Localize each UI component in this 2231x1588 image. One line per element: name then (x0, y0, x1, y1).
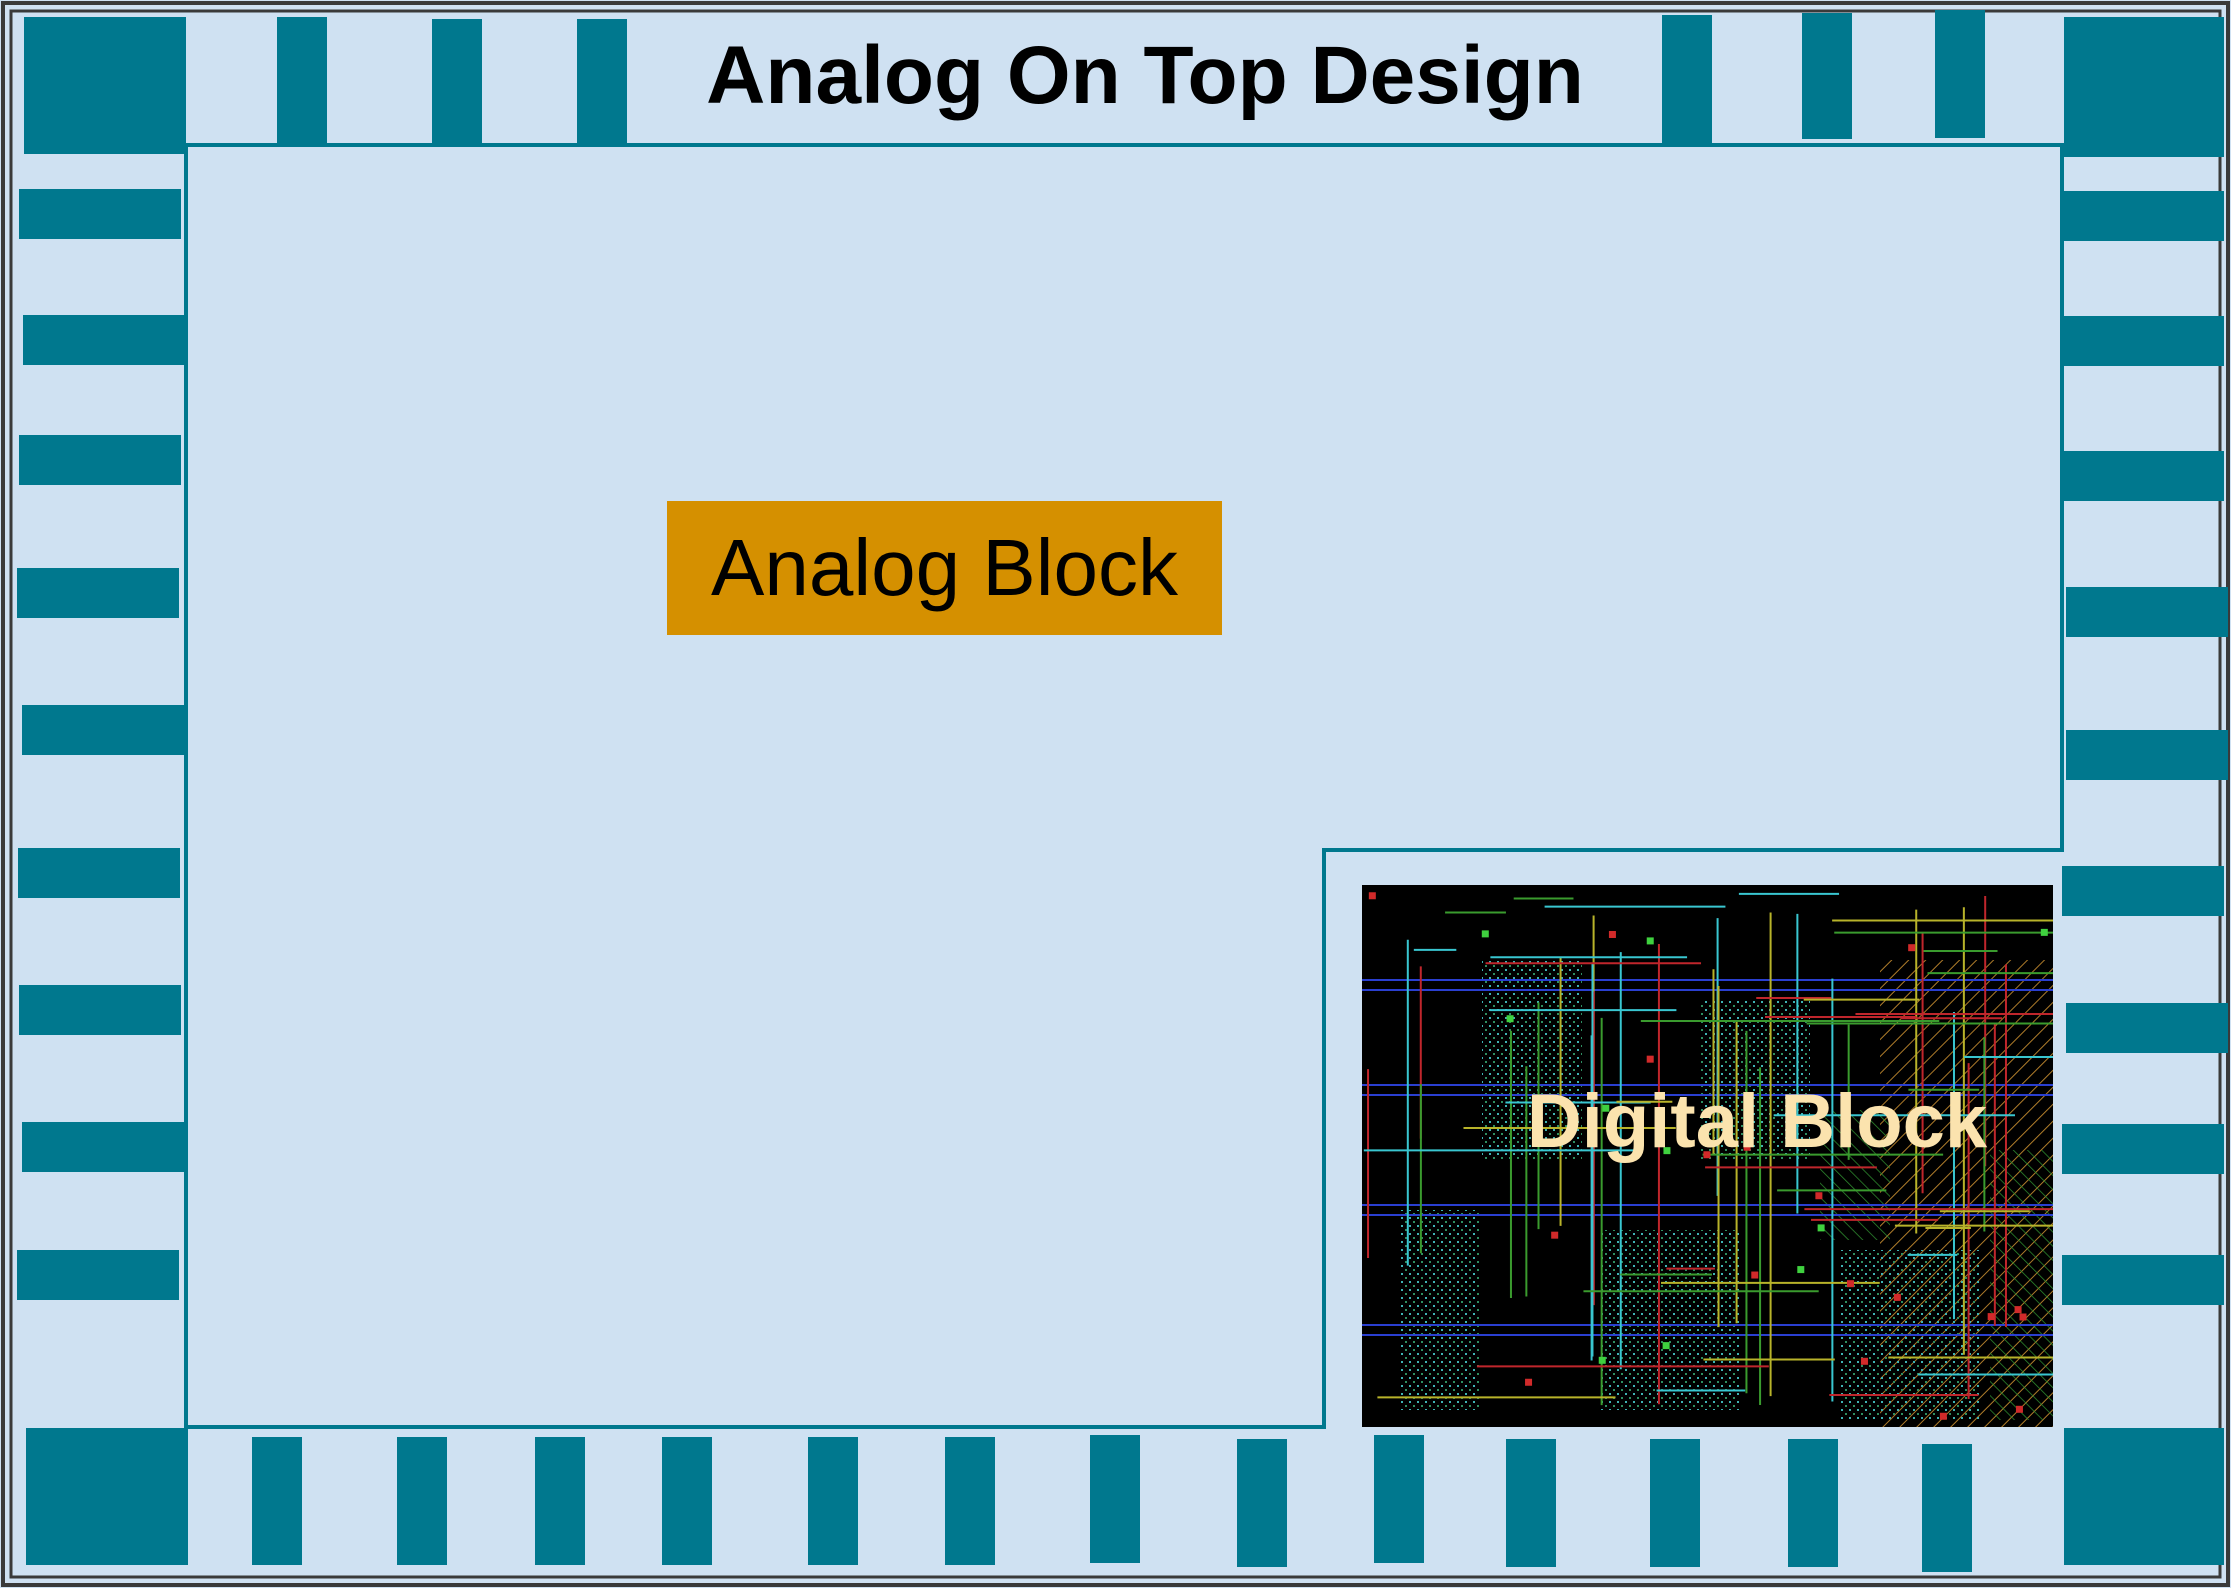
via (1481, 930, 1489, 938)
bottom-pad (535, 1437, 585, 1565)
right-pad (2062, 1124, 2224, 1174)
corner-pad-top-left (24, 17, 186, 154)
right-pads (2062, 191, 2228, 1305)
top-pad (1662, 15, 1712, 145)
via (1939, 1412, 1947, 1420)
left-pad (19, 435, 181, 485)
via (1662, 1342, 1670, 1350)
via (1703, 1151, 1711, 1159)
left-pad (17, 1250, 179, 1300)
via (1908, 944, 1916, 952)
bottom-pad (252, 1437, 302, 1565)
via (1368, 892, 1376, 900)
corner-pad-bottom-right (2064, 1428, 2224, 1565)
via (1602, 1104, 1610, 1112)
bottom-pad (1237, 1439, 1287, 1567)
via (1987, 1313, 1995, 1321)
via (1817, 1224, 1825, 1232)
bottom-pad (1506, 1439, 1556, 1567)
left-pad (19, 189, 181, 239)
inner-frame (9, 9, 2222, 1579)
via (1608, 930, 1616, 938)
top-pad (432, 19, 482, 147)
bottom-pad (662, 1437, 712, 1565)
via (2019, 1313, 2027, 1321)
top-pad (577, 19, 627, 147)
right-pad (2062, 316, 2224, 366)
via (2040, 928, 2048, 936)
bottom-pad (1922, 1444, 1972, 1572)
left-pad (19, 985, 181, 1035)
bottom-pads (252, 1435, 1972, 1572)
right-pad (2062, 451, 2224, 501)
via (2014, 1306, 2022, 1314)
via (1663, 1147, 1671, 1155)
via (1525, 1378, 1533, 1386)
left-pad (17, 568, 179, 618)
via (2015, 1405, 2023, 1413)
via (1846, 1280, 1854, 1288)
analog-block-box (667, 501, 1222, 635)
right-pad (2066, 730, 2228, 780)
corner-pad-top-right (2064, 17, 2224, 157)
bottom-pad (808, 1437, 858, 1565)
via (1598, 1356, 1606, 1364)
bottom-pad (1650, 1439, 1700, 1567)
via (1506, 1015, 1514, 1023)
bottom-pad (1090, 1435, 1140, 1563)
via (1751, 1271, 1759, 1279)
bottom-pad (945, 1437, 995, 1565)
top-pad (277, 17, 327, 147)
corner-pads (24, 17, 2224, 1565)
top-pad (1935, 10, 1985, 138)
right-pad (2062, 191, 2224, 241)
digital-block-label: Digital Block (1526, 1079, 1988, 1164)
digital-block-layout (1362, 885, 2053, 1427)
corner-pad-bottom-left (26, 1428, 188, 1565)
digital-block-routing (1362, 892, 2053, 1420)
top-pad (1802, 13, 1852, 139)
via (1646, 1055, 1654, 1063)
via (1893, 1293, 1901, 1301)
chip-title: Analog On Top Design (706, 30, 1584, 121)
via (1797, 1266, 1805, 1274)
via (1551, 1231, 1559, 1239)
right-pad (2066, 587, 2228, 637)
left-pad (23, 315, 185, 365)
left-pads (17, 189, 185, 1300)
via (1743, 1143, 1751, 1151)
via (1646, 937, 1654, 945)
bottom-pad (1374, 1435, 1424, 1563)
core-region-outline (184, 143, 2064, 1429)
via (1815, 1192, 1823, 1200)
right-pad (2062, 866, 2224, 916)
top-pads (277, 10, 1985, 147)
right-pad (2066, 1003, 2228, 1053)
bottom-pad (397, 1437, 447, 1565)
via (1860, 1357, 1868, 1365)
analog-block: Analog Block (711, 523, 1178, 612)
left-pad (18, 848, 180, 898)
right-pad (2062, 1255, 2224, 1305)
left-pad (22, 1122, 184, 1172)
left-pad (22, 705, 184, 755)
bottom-pad (1788, 1439, 1838, 1567)
